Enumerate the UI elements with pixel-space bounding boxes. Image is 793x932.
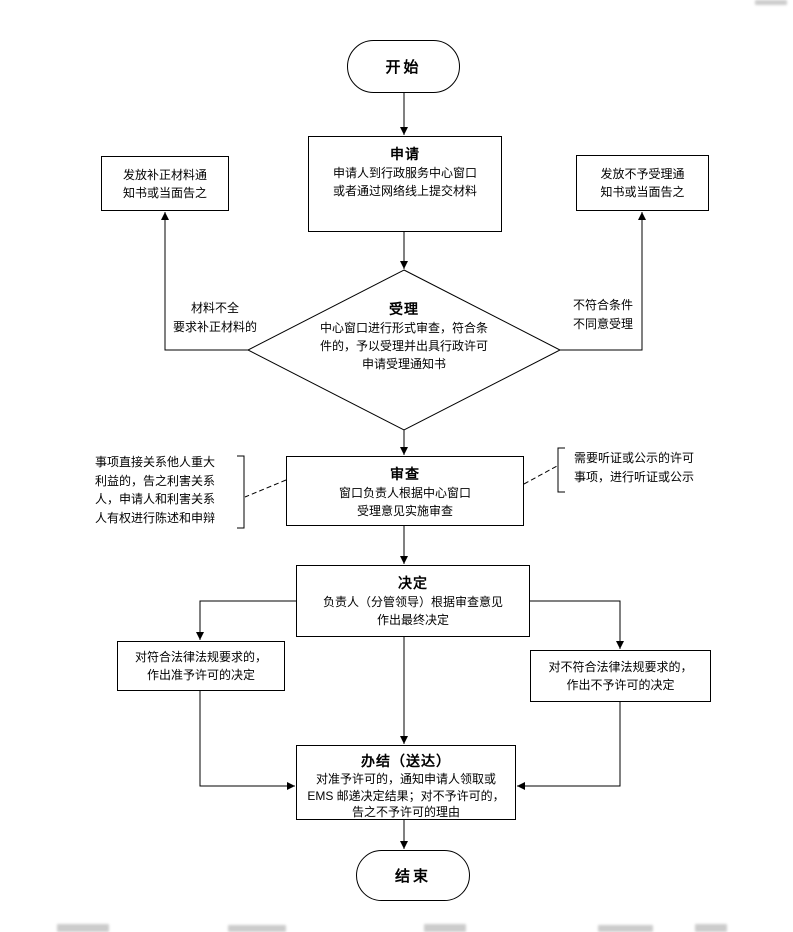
connector-accept-supplement — [161, 212, 248, 351]
connector-decide-approve — [196, 600, 296, 640]
supplement-notice-text: 发放补正材料通 知书或当面告之 — [122, 167, 207, 200]
review-body: 窗口负责人根据中心窗口 受理意见实施审查 — [338, 485, 471, 518]
reject-notice-node: 发放不予受理通 知书或当面告之 — [576, 155, 709, 211]
approve-text: 对符合法律法规要求的， 作出准予许可的决定 — [134, 650, 267, 682]
finish-node: 办结（送达） 对准予许可的，通知申请人领取或 EMS 邮递决定结果；对不予许可的… — [296, 745, 516, 820]
end-label: 结束 — [394, 868, 431, 885]
finish-title: 办结（送达） — [361, 753, 451, 769]
accept-body: 中心窗口进行形式审查，符合条 件的，予以受理并出具行政许可 申请受理通知书 — [319, 320, 488, 371]
approve-node: 对符合法律法规要求的， 作出准予许可的决定 — [117, 641, 285, 691]
callout-line-left — [244, 479, 287, 498]
start-node: 开始 — [347, 40, 460, 93]
connector-accept-rejectnotice — [560, 212, 646, 351]
edge-artifact — [755, 0, 787, 5]
branch-label-unqualified: 不符合条件 不同意受理 — [572, 298, 633, 331]
edge-artifact — [598, 925, 653, 932]
end-node: 结束 — [356, 850, 470, 901]
edge-artifact — [695, 924, 727, 932]
bracket-right-note — [557, 447, 565, 493]
accept-node: 受理 中心窗口进行形式审查，符合条 件的，予以受理并出具行政许可 申请受理通知书 — [281, 300, 527, 373]
edge-artifact — [228, 925, 286, 932]
finish-body: 对准予许可的，通知申请人领取或 EMS 邮递决定结果；对不予许可的， 告之不予许… — [307, 771, 505, 820]
apply-body: 申请人到行政服务中心窗口 或者通过网络线上提交材料 — [332, 165, 477, 198]
deny-node: 对不符合法律法规要求的， 作出不予许可的决定 — [530, 650, 711, 702]
connector-decide-deny — [530, 600, 624, 649]
edge-artifact — [424, 924, 466, 932]
callout-line-right — [523, 465, 558, 485]
apply-title: 申请 — [390, 146, 420, 162]
branch-label-incomplete: 材料不全 要求补正材料的 — [172, 301, 257, 334]
stakeholder-note: 事项直接关系他人重大 利益的，告之利害关系 人，申请人和利害关系 人有权进行陈述… — [95, 455, 216, 525]
decide-node: 决定 负责人（分管领导）根据审查意见 作出最终决定 — [296, 565, 530, 637]
review-title: 审查 — [390, 466, 420, 482]
bracket-left-note — [237, 455, 245, 529]
edge-artifact — [57, 924, 109, 932]
decide-body: 负责人（分管领导）根据审查意见 作出最终决定 — [322, 594, 503, 627]
accept-title: 受理 — [389, 301, 419, 317]
start-label: 开始 — [385, 59, 422, 76]
connector-deny-finish — [517, 702, 621, 790]
decide-title: 决定 — [398, 575, 428, 591]
review-node: 审查 窗口负责人根据中心窗口 受理意见实施审查 — [286, 456, 524, 526]
connector-approve-finish — [199, 691, 295, 790]
apply-node: 申请 申请人到行政服务中心窗口 或者通过网络线上提交材料 — [308, 136, 502, 232]
reject-notice-text: 发放不予受理通 知书或当面告之 — [600, 167, 685, 199]
deny-text: 对不符合法律法规要求的， 作出不予许可的决定 — [548, 660, 693, 692]
hearing-note: 需要听证或公示的许可 事项，进行听证或公示 — [574, 451, 695, 484]
supplement-notice-node: 发放补正材料通 知书或当面告之 — [101, 156, 229, 211]
